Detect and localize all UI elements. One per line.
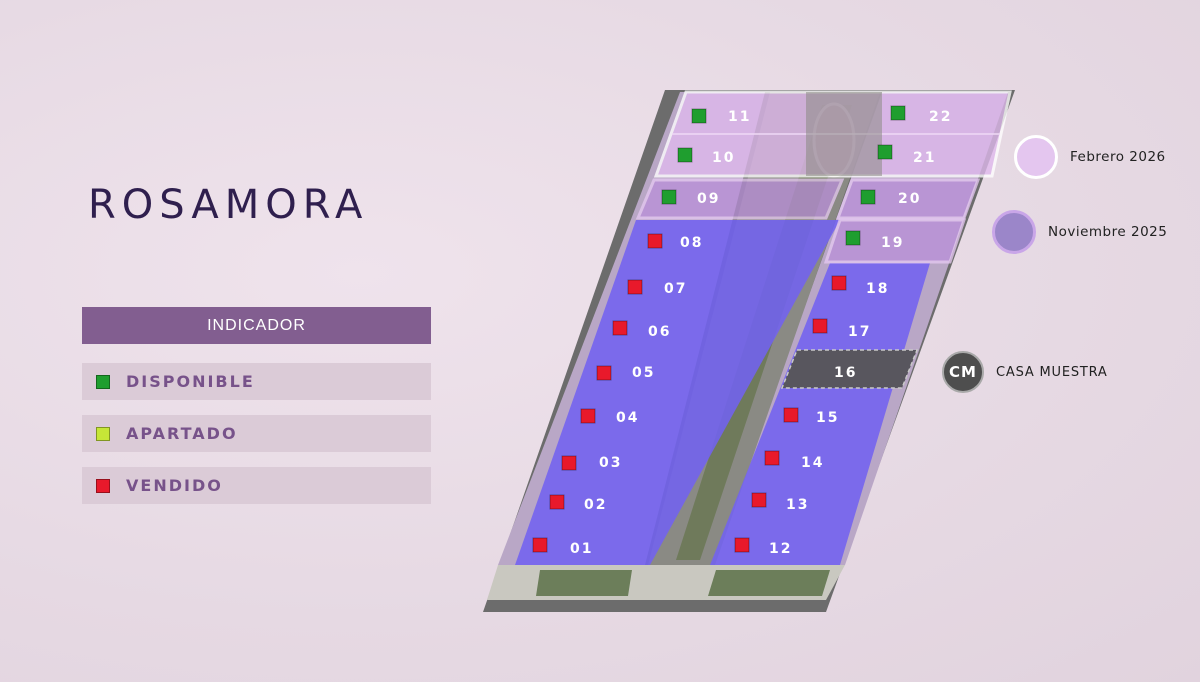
lot-status-marker	[561, 455, 577, 471]
lot-number: 07	[664, 281, 687, 297]
lot-22[interactable]: 22	[890, 105, 952, 125]
phase-noviembre-left	[515, 220, 840, 565]
phase-noviembre-right	[710, 263, 930, 565]
legend-label: APARTADO	[126, 424, 238, 443]
lot-10[interactable]: 10	[677, 147, 735, 166]
lot-07[interactable]: 07	[627, 279, 687, 297]
lot-11[interactable]: 11	[691, 108, 751, 125]
lot-19[interactable]: 19	[845, 230, 904, 251]
phase-legend-febrero: Febrero 2026	[1014, 135, 1166, 179]
lot-21[interactable]: 21	[877, 144, 936, 166]
lot-status-marker	[580, 408, 596, 424]
lot-20[interactable]: 20	[860, 189, 921, 207]
legend-label: VENDIDO	[126, 476, 223, 495]
lot-01[interactable]: 01	[532, 537, 593, 557]
lot-number: 03	[599, 455, 622, 471]
lot-16-area[interactable]	[780, 349, 919, 389]
lot-status-marker	[890, 105, 906, 121]
lot-status-marker	[627, 279, 643, 295]
map-green-left	[536, 570, 632, 596]
lot-number: 01	[570, 541, 593, 557]
lot-status-marker	[549, 494, 565, 510]
phase-febrero-20	[835, 178, 981, 220]
casa-muestra-label: CASA MUESTRA	[996, 364, 1108, 380]
lot-06[interactable]: 06	[612, 320, 671, 340]
phase-febrero-dot-icon	[1014, 135, 1058, 179]
lot-number: 15	[816, 410, 839, 426]
lot-02[interactable]: 02	[549, 494, 607, 513]
lot-number: 17	[848, 324, 871, 340]
lot-number: 06	[648, 324, 671, 340]
lot-18[interactable]: 18	[831, 275, 889, 297]
lot-number: 16	[834, 365, 857, 381]
lot-15[interactable]: 15	[783, 407, 839, 426]
lot-number: 20	[898, 191, 921, 207]
lot-17[interactable]: 17	[812, 318, 871, 340]
lot-status-marker	[734, 537, 750, 553]
lot-status-marker	[677, 147, 693, 163]
lot-14[interactable]: 14	[764, 450, 824, 471]
phase-febrero-19	[823, 218, 967, 264]
lot-number: 11	[728, 109, 751, 125]
lot-status-marker	[596, 365, 612, 381]
lot-status-marker	[783, 407, 799, 423]
legend-item-disponible[interactable]: DISPONIBLE	[82, 363, 431, 400]
lot-number: 12	[769, 541, 792, 557]
lot-09[interactable]: 09	[661, 189, 720, 207]
legend-label: DISPONIBLE	[126, 372, 255, 391]
lot-08[interactable]: 08	[647, 233, 703, 251]
phase-legend-noviembre: Noviembre 2025	[992, 210, 1167, 254]
phase-label: Noviembre 2025	[1048, 224, 1168, 240]
lot-13[interactable]: 13	[751, 492, 809, 513]
map-green-right	[708, 570, 830, 596]
lot-status-marker	[831, 275, 847, 291]
indicator-header: INDICADOR	[82, 307, 431, 344]
lot-status-marker	[764, 450, 780, 466]
lot-status-marker	[812, 318, 828, 334]
lot-number: 21	[913, 150, 936, 166]
casa-muestra-badge-icon: CM	[942, 351, 984, 393]
lot-05[interactable]: 05	[596, 365, 655, 381]
lot-number: 02	[584, 497, 607, 513]
phase-label: Febrero 2026	[1070, 149, 1166, 165]
lot-number: 18	[866, 281, 889, 297]
lot-status-marker	[691, 108, 707, 124]
casa-muestra-legend: CM CASA MUESTRA	[942, 351, 1108, 393]
lot-status-marker	[751, 492, 767, 508]
lot-number: 04	[616, 410, 639, 426]
lot-number: 08	[680, 235, 703, 251]
lots-layer: 01 02 03 04 05 06 07 08 09 10 11 12 13 14 15 16 17 18 19 20…	[532, 105, 952, 557]
legend-item-apartado[interactable]: APARTADO	[82, 415, 431, 452]
lot-number: 05	[632, 365, 655, 381]
lot-number: 22	[929, 109, 952, 125]
vendido-swatch-icon	[96, 478, 110, 493]
lot-16[interactable]: 16	[834, 365, 857, 381]
phase-noviembre-dot-icon	[992, 210, 1036, 254]
lot-status-marker	[877, 144, 893, 160]
lot-number: 09	[697, 191, 720, 207]
map-road-overlay	[806, 92, 882, 176]
lot-03[interactable]: 03	[561, 455, 622, 471]
legend-item-vendido[interactable]: VENDIDO	[82, 467, 431, 504]
lot-status-marker	[532, 537, 548, 553]
lot-status-marker	[647, 233, 663, 249]
lot-04[interactable]: 04	[580, 408, 639, 426]
lot-status-marker	[661, 189, 677, 205]
lot-status-marker	[860, 189, 876, 205]
phase-febrero-09	[635, 178, 845, 220]
lot-number: 19	[881, 235, 904, 251]
lot-status-marker	[845, 230, 861, 246]
lot-12[interactable]: 12	[734, 537, 792, 557]
lot-number: 10	[712, 150, 735, 166]
apartado-swatch-icon	[96, 426, 110, 441]
disponible-swatch-icon	[96, 374, 110, 389]
brand-logo: ROSAMORA	[88, 182, 369, 228]
lot-number: 14	[801, 455, 824, 471]
lot-number: 13	[786, 497, 809, 513]
lot-status-marker	[612, 320, 628, 336]
